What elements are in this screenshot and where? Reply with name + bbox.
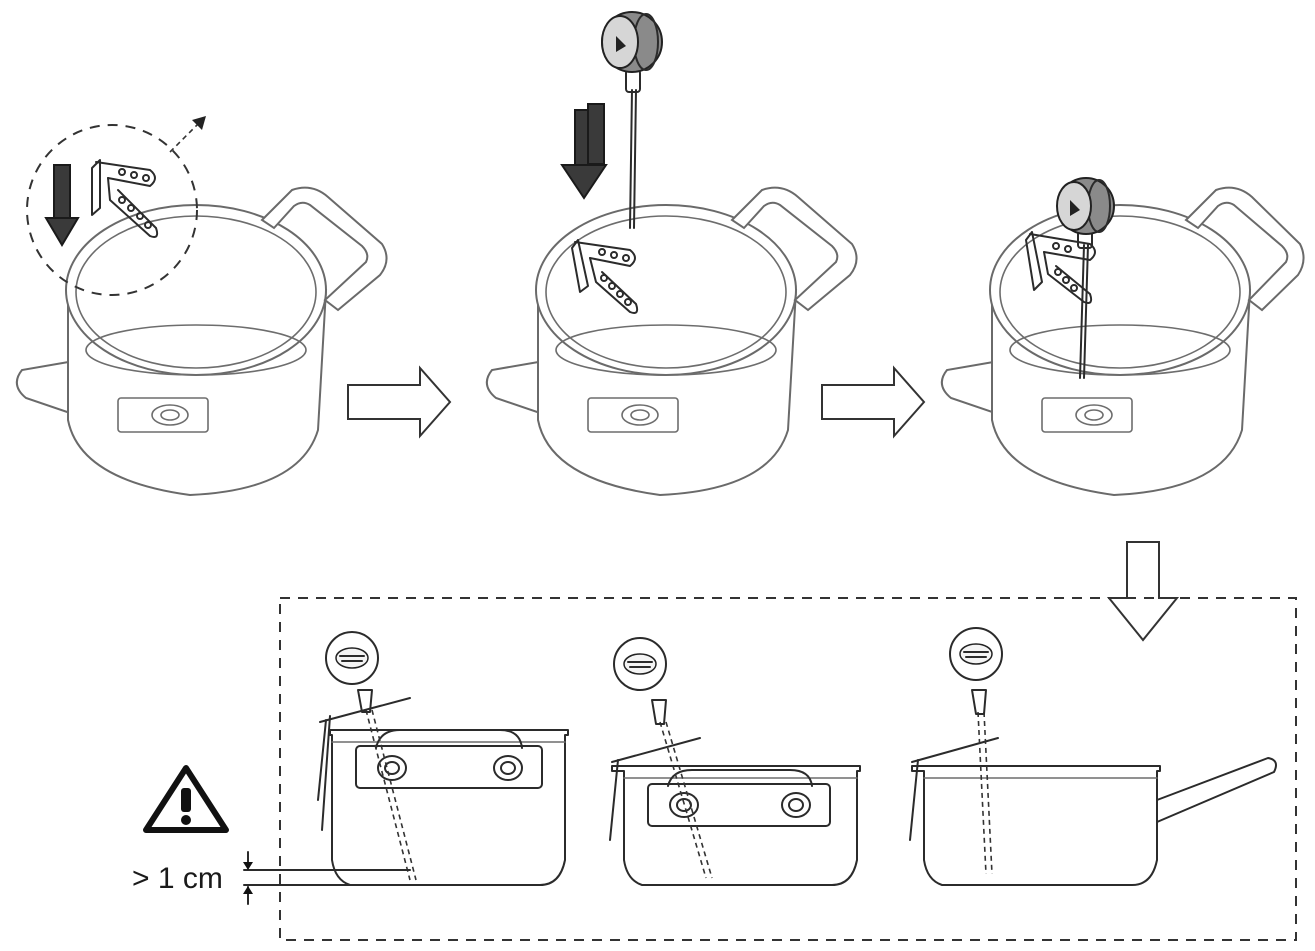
detail-frame [279,597,1297,941]
warning-triangle-icon [143,765,229,833]
arrow-down-icon [1106,541,1180,642]
detail-tall-pot [243,631,569,886]
measurement-label: > 1 cm [132,862,223,895]
arrow-right-icon [347,365,452,439]
step-2-insert-probe [485,11,858,497]
measurement-indicator: > 1 cm [132,851,253,905]
thermometer-probe-icon [1056,177,1115,379]
zoom-circle [26,124,198,296]
step-3-probe-in-pot [940,177,1305,497]
thermometer-probe-icon [325,631,417,881]
arrow-down-icon [560,103,608,200]
thermometer-probe-icon [613,637,713,879]
pot-clip-icon [571,239,639,314]
pot-clip-icon [91,159,159,238]
arrow-down-icon [44,164,80,247]
detail-saucepan [909,627,1277,886]
arrow-right-icon [821,365,926,439]
step-1-pot-with-clip [15,116,388,497]
thermometer-probe-icon [949,627,1003,875]
pot-clip-icon [1025,231,1096,304]
thermometer-probe-icon [601,11,663,229]
detail-medium-pot [609,637,861,886]
